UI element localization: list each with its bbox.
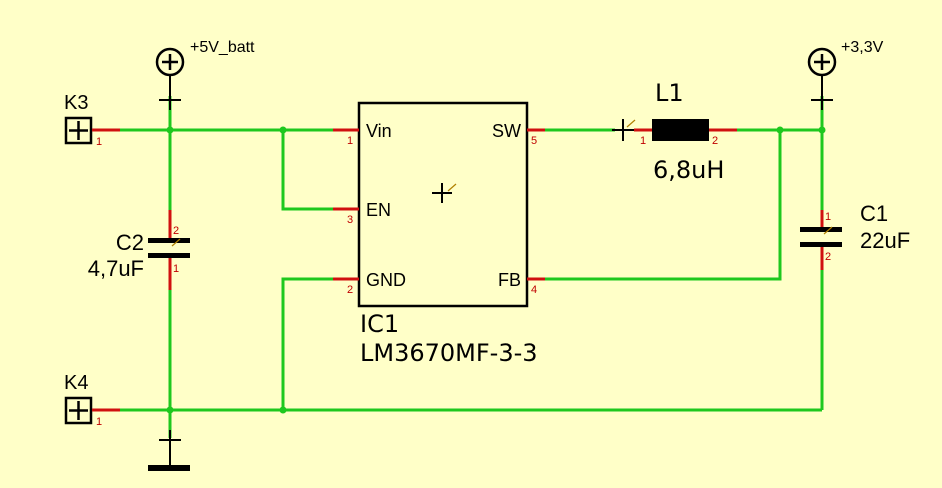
ic1-fb-label: FB xyxy=(498,270,521,290)
c2-plate-bottom xyxy=(148,253,190,258)
k3-name: K3 xyxy=(64,92,88,114)
ic1-origin-tick xyxy=(447,183,457,192)
ic1-gnd-num: 2 xyxy=(347,284,353,296)
l1-polarity-plus-icon xyxy=(612,119,634,141)
junction-dot xyxy=(166,406,174,414)
l1-pin2-num: 2 xyxy=(712,135,718,147)
ic1-vin-label: Vin xyxy=(366,121,392,141)
l1-body-icon xyxy=(652,119,709,141)
junction-dot xyxy=(279,406,287,414)
ic1-gnd-label: GND xyxy=(366,270,406,290)
c2-value: 4,7uF xyxy=(88,256,144,281)
ic1-value: LM3670MF-3-3 xyxy=(360,339,538,367)
k3-pin-number: 1 xyxy=(96,136,102,148)
k4-name: K4 xyxy=(64,372,88,394)
ground-plus-icon xyxy=(159,430,181,450)
plus-icon xyxy=(162,54,178,70)
ic1-vin-num: 1 xyxy=(347,135,353,147)
junction-dot xyxy=(776,126,784,134)
c2-plate-top xyxy=(148,238,190,243)
wire-vin-net xyxy=(120,96,333,211)
junction-dot xyxy=(166,126,174,134)
power-symbol-3v3[interactable]: +3,3V xyxy=(807,39,884,110)
junctions xyxy=(166,126,826,414)
wire-gnd-net xyxy=(120,270,824,438)
k4-pin-number: 1 xyxy=(96,416,102,428)
ic1[interactable]: 1 3 2 5 4 Vin EN GND SW FB IC1 LM3670MF-… xyxy=(333,101,545,367)
c2-pin1-num: 1 xyxy=(173,263,179,275)
ic1-body xyxy=(357,101,529,308)
ic1-ref: IC1 xyxy=(360,310,399,338)
connector-k3[interactable]: K3 1 xyxy=(64,92,120,148)
polarity-plus-icon xyxy=(811,92,833,110)
polarity-plus-icon xyxy=(159,92,181,110)
c1-pin1-num: 1 xyxy=(825,211,831,223)
c2-pin2-num: 2 xyxy=(173,225,179,237)
terminal-icon xyxy=(64,116,93,145)
capacitor-c1[interactable]: 1 2 C1 22uF xyxy=(800,201,910,270)
c1-plate-top xyxy=(800,227,842,232)
ic1-sw-label: SW xyxy=(492,121,521,141)
power-symbol-vbatt[interactable]: +5V_batt xyxy=(155,39,255,110)
c2-ref: C2 xyxy=(116,230,144,255)
c1-plate-bottom xyxy=(800,242,842,247)
ic1-sw-num: 5 xyxy=(531,135,537,147)
inductor-l1[interactable]: L1 1 2 6,8uH xyxy=(612,79,737,184)
plus-icon xyxy=(814,54,830,70)
c1-pin2-num: 2 xyxy=(825,251,831,263)
ic1-origin-cross-icon xyxy=(432,183,452,203)
c1-origin-tick xyxy=(823,226,833,235)
ground-symbol[interactable] xyxy=(148,430,190,471)
ic1-en-num: 3 xyxy=(347,214,353,226)
l1-pin1-num: 1 xyxy=(640,135,646,147)
v33-label: +3,3V xyxy=(841,39,884,56)
l1-origin-tick xyxy=(626,119,636,128)
ic1-fb-num: 4 xyxy=(531,284,537,296)
ground-bar-icon xyxy=(148,465,190,471)
c2-origin-tick xyxy=(171,238,181,247)
terminal-icon xyxy=(64,396,93,425)
terminal-cross-icon xyxy=(69,121,88,140)
l1-ref: L1 xyxy=(655,79,684,107)
terminal-cross-icon xyxy=(69,401,88,420)
c1-ref: C1 xyxy=(860,201,888,226)
wires xyxy=(120,96,824,438)
ic1-en-label: EN xyxy=(366,200,391,220)
capacitor-c2[interactable]: 2 1 C2 4,7uF xyxy=(88,210,190,290)
junction-dot xyxy=(279,126,287,134)
l1-value: 6,8uH xyxy=(653,156,724,184)
connector-k4[interactable]: K4 1 xyxy=(64,372,120,428)
c1-value: 22uF xyxy=(860,228,910,253)
junction-dot xyxy=(818,126,826,134)
vbatt-label: +5V_batt xyxy=(190,39,255,56)
